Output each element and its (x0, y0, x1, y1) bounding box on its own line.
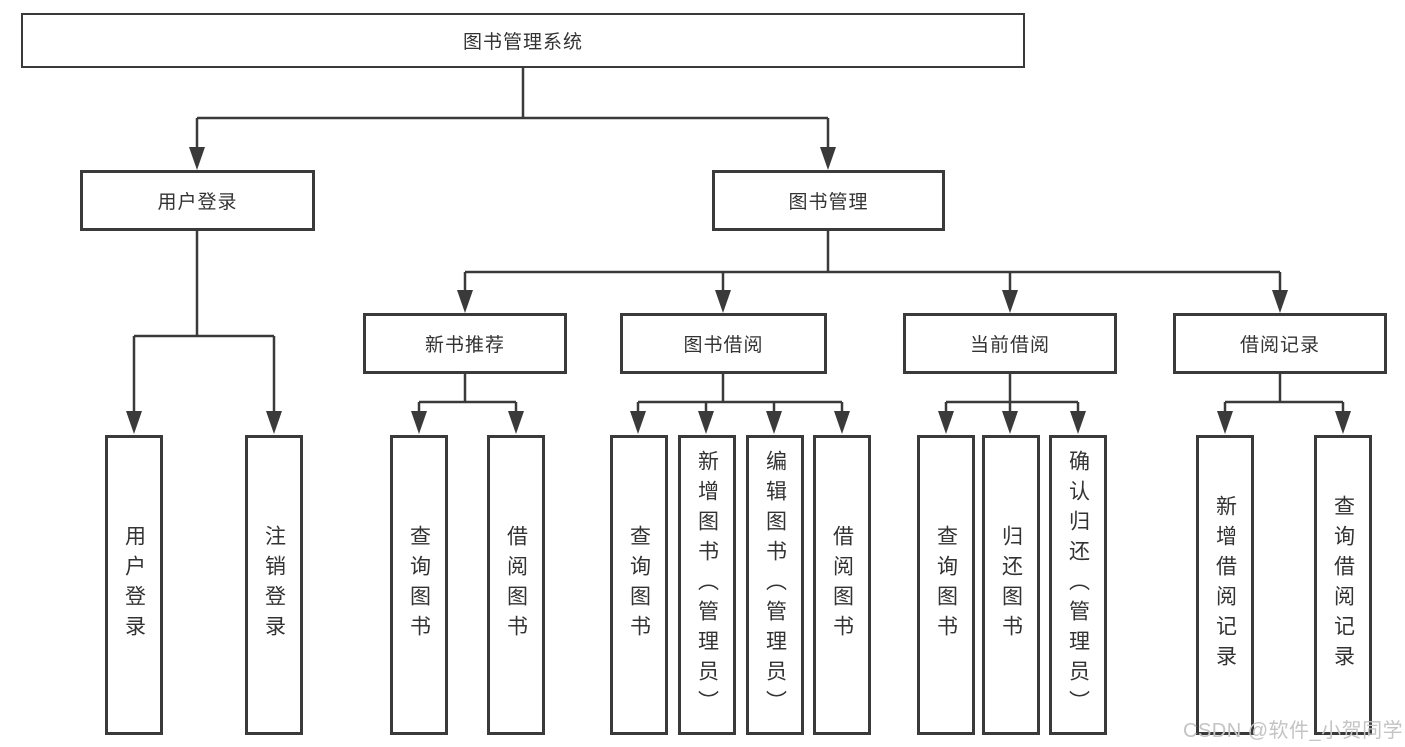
leaf-query-borrow-record: 查询借阅记录 (1314, 435, 1372, 735)
node-label: 查询图书 (407, 525, 431, 645)
leaf-add-borrow-record: 新增借阅记录 (1196, 435, 1254, 735)
leaf-query-books-3: 查询图书 (917, 435, 975, 735)
node-label: 当前借阅 (969, 335, 1050, 356)
node-new-book-recommend: 新书推荐 (363, 313, 567, 374)
node-book-management: 图书管理 (712, 170, 945, 231)
leaf-query-books-2: 查询图书 (610, 435, 668, 735)
node-label: 查询图书 (627, 525, 651, 645)
node-label: 图书借阅 (683, 335, 764, 356)
node-label: 借阅记录 (1239, 335, 1320, 356)
leaf-borrow-books-2: 借阅图书 (813, 435, 871, 735)
node-label: 新增借阅记录 (1213, 495, 1237, 675)
node-label: 新书推荐 (424, 335, 505, 356)
node-borrow-records: 借阅记录 (1173, 313, 1387, 374)
node-label: 用户登录 (122, 525, 146, 645)
leaf-edit-books-admin: 编辑图书（管理员） (746, 435, 804, 735)
node-label: 借阅图书 (830, 525, 854, 645)
leaf-confirm-return-admin: 确认归还（管理员） (1049, 435, 1107, 735)
csdn-watermark: CSDN @软件_小贺同学 (1183, 720, 1404, 742)
leaf-logout: 注销登录 (245, 435, 303, 735)
leaf-return-books: 归还图书 (982, 435, 1040, 735)
node-current-borrowing: 当前借阅 (903, 313, 1117, 374)
node-label: 查询图书 (934, 525, 958, 645)
node-label: 用户登录 (157, 192, 238, 213)
leaf-add-books-admin: 新增图书（管理员） (678, 435, 736, 735)
node-user-login-group: 用户登录 (80, 170, 315, 231)
node-label: 确认归还（管理员） (1066, 450, 1090, 720)
leaf-user-login: 用户登录 (105, 435, 163, 735)
node-label: 归还图书 (999, 525, 1023, 645)
node-label: 借阅图书 (504, 525, 528, 645)
node-book-borrowing: 图书借阅 (620, 313, 827, 374)
node-label: 图书管理 (788, 192, 869, 213)
node-label: 注销登录 (262, 525, 286, 645)
node-label: 查询借阅记录 (1331, 495, 1355, 675)
node-label: 编辑图书（管理员） (763, 450, 787, 720)
leaf-query-books-1: 查询图书 (390, 435, 448, 735)
leaf-borrow-books-1: 借阅图书 (487, 435, 545, 735)
node-label: 图书管理系统 (462, 32, 583, 53)
node-label: 新增图书（管理员） (695, 450, 719, 720)
node-root-system: 图书管理系统 (21, 13, 1025, 68)
